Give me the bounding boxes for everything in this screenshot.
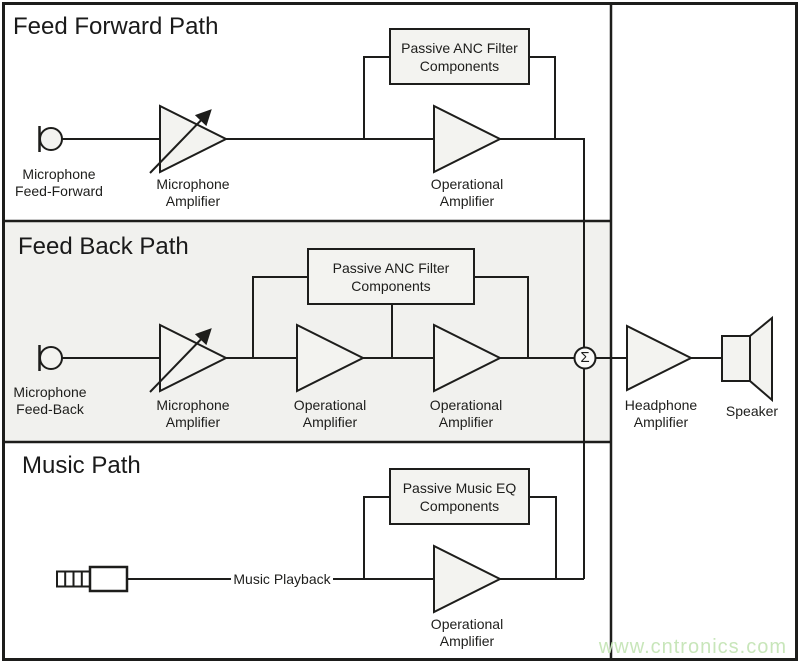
music-eq-box-label: Passive Music EQ Components — [402, 479, 517, 514]
music-title: Music Path — [22, 452, 141, 479]
ff-wire-filter-to-output — [529, 56, 556, 139]
fb-op-amp1-label: Operational Amplifier — [293, 397, 367, 430]
fb-op-amp2-label: Operational Amplifier — [429, 397, 503, 430]
music-op-amp-icon — [433, 544, 503, 614]
fb-mic-amplifier-icon — [149, 323, 229, 393]
ff-op-amp-label: Operational Amplifier — [430, 176, 504, 209]
music-op-amp-label: Operational Amplifier — [430, 616, 504, 649]
ff-op-amp-icon — [433, 104, 503, 174]
fb-microphone-icon — [38, 345, 63, 371]
audio-jack-icon — [56, 565, 129, 593]
fb-wire-filter-to-output — [474, 276, 529, 358]
ff-wire-output-to-sum — [500, 138, 585, 348]
fb-wire-branch-to-filter — [252, 276, 308, 358]
ff-filter-box — [389, 28, 530, 85]
ff-mic-amplifier-label: Microphone Amplifier — [156, 176, 230, 209]
ff-filter-box-label: Passive ANC Filter Components — [401, 39, 518, 74]
fb-op-amp2-icon — [433, 323, 503, 393]
headphone-amp-label: Headphone Amplifier — [624, 397, 698, 430]
fb-microphone-label: Microphone Feed-Back — [13, 384, 87, 417]
ff-microphone-label: Microphone Feed-Forward — [15, 166, 103, 199]
music-playback-label: Music Playback — [233, 571, 331, 587]
music-wire-eq-to-output — [529, 496, 557, 579]
speaker-label: Speaker — [725, 403, 779, 419]
feed-forward-title: Feed Forward Path — [13, 13, 219, 40]
fb-op-amp1-icon — [296, 323, 366, 393]
fb-mic-amplifier-label: Microphone Amplifier — [156, 397, 230, 430]
watermark-text: www.cntronics.com — [598, 636, 787, 658]
music-eq-box — [389, 468, 530, 525]
summing-node-symbol: Σ — [580, 349, 590, 367]
fb-filter-box — [307, 248, 475, 305]
speaker-icon — [721, 315, 773, 403]
headphone-amp-icon — [626, 324, 694, 392]
ff-microphone-icon — [38, 126, 63, 152]
music-wire-branch-to-eq — [363, 496, 390, 579]
ff-mic-amplifier-icon — [149, 104, 229, 174]
summing-node-icon — [573, 346, 597, 370]
wires — [62, 56, 722, 580]
ff-wire-branch-to-filter — [363, 56, 390, 139]
feed-back-title: Feed Back Path — [18, 233, 189, 260]
fb-filter-box-label: Passive ANC Filter Components — [332, 259, 450, 294]
